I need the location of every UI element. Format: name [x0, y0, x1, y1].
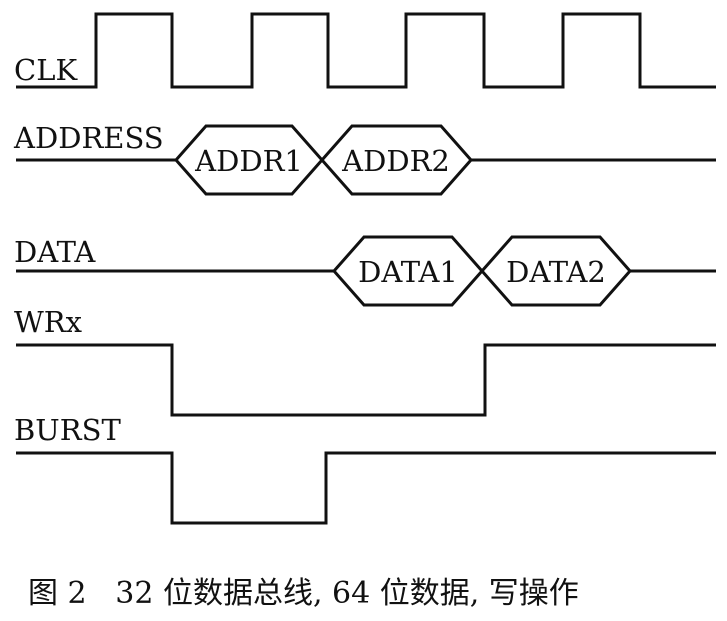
wrx-label: WRx: [14, 305, 82, 339]
clk-label: CLK: [14, 53, 78, 87]
burst-waveform: [16, 451, 716, 525]
data2-value: DATA2: [506, 255, 606, 289]
addr2-value: ADDR2: [341, 144, 450, 178]
figure-caption: 图 2 32 位数据总线, 64 位数据, 写操作: [28, 576, 579, 611]
wrx-waveform: [16, 343, 716, 417]
addr1-value: ADDR1: [194, 144, 303, 178]
address-label: ADDRESS: [13, 121, 164, 155]
burst-label: BURST: [14, 413, 121, 447]
data1-value: DATA1: [358, 255, 458, 289]
clk-waveform: [16, 12, 716, 89]
data-segment-data2: [479, 235, 633, 307]
data-label: DATA: [14, 235, 96, 269]
address-segment-addr2: [319, 124, 474, 196]
